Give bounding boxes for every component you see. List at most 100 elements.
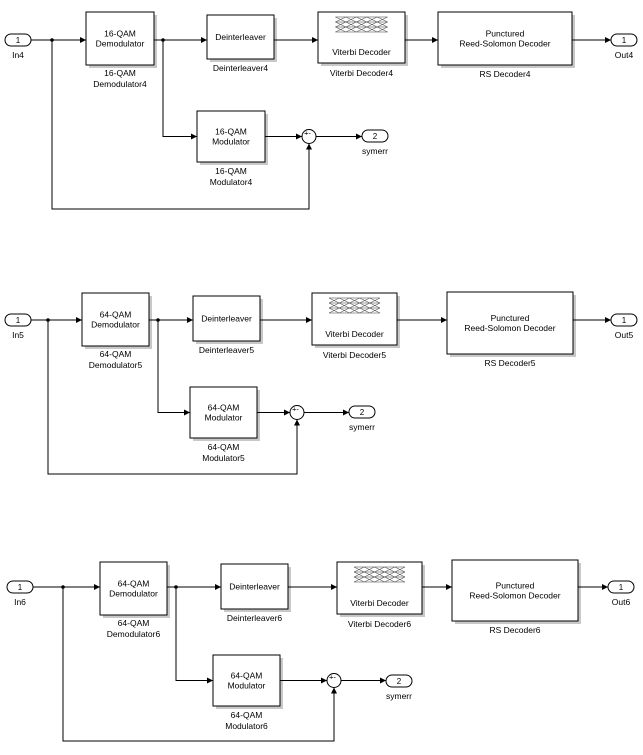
- trellis-line: [328, 302, 340, 309]
- trellis-line: [345, 21, 357, 28]
- symerr-outport[interactable]: 2 symerr: [385, 674, 413, 701]
- arrowhead: [306, 143, 312, 150]
- trellis-icon: [335, 16, 388, 33]
- arrowhead: [201, 37, 207, 43]
- symerr-outport-number: 2: [397, 677, 402, 686]
- trellis-line: [369, 307, 381, 314]
- arrowhead: [331, 687, 337, 694]
- modulator-block-text: 16-QAM: [215, 127, 247, 137]
- trellis-line: [364, 576, 375, 583]
- trellis-line: [377, 26, 388, 33]
- inport-name: In5: [12, 330, 24, 340]
- inport-number: 1: [16, 36, 21, 45]
- arrowhead: [215, 584, 221, 590]
- trellis-line: [339, 307, 350, 314]
- trellis-line: [384, 566, 395, 573]
- demodulator-block-label: 64-QAM: [100, 349, 132, 359]
- trellis-line: [359, 307, 370, 314]
- signal-line: [62, 587, 335, 742]
- viterbi-decoder-block-label: Viterbi Decoder4: [330, 68, 393, 78]
- viterbi-decoder-block-text: Viterbi Decoder: [350, 598, 409, 608]
- arrowhead: [76, 317, 82, 323]
- deinterleaver-block-body: [206, 14, 275, 60]
- trellis-line: [369, 302, 381, 309]
- rs-decoder-block-label: RS Decoder6: [489, 625, 540, 635]
- trellis-icon: [353, 566, 406, 583]
- modulator-block-label: Modulator5: [202, 453, 245, 463]
- trellis-line: [345, 16, 357, 23]
- deinterleaver-block-text: Deinterleaver: [201, 314, 252, 324]
- trellis-line: [366, 21, 378, 28]
- subsystem-3: 1In61Out664-QAMDemodulator64-QAMDemodula…: [6, 559, 635, 742]
- rs-decoder-block-body: [446, 291, 574, 355]
- trellis-line: [335, 21, 346, 28]
- trellis-line: [384, 571, 395, 578]
- sum-block[interactable]: +-: [301, 129, 317, 144]
- trellis-line: [394, 576, 406, 583]
- modulator-block-label: Modulator4: [210, 177, 253, 187]
- viterbi-decoder-block-body: [317, 11, 406, 64]
- rs-decoder-block-text: Punctured: [496, 581, 535, 591]
- modulator-block-label: 64-QAM: [208, 442, 240, 452]
- arrowhead: [441, 317, 447, 323]
- inport-number: 1: [18, 583, 23, 592]
- arrowhead: [605, 37, 611, 43]
- viterbi-decoder-block-label: Viterbi Decoder6: [348, 619, 411, 629]
- arrowhead: [446, 584, 452, 590]
- sum-block[interactable]: +-: [289, 405, 305, 420]
- demodulator-block-text: Demodulator: [109, 589, 158, 599]
- trellis-line: [366, 16, 378, 23]
- modulator-block-text: 64-QAM: [208, 403, 240, 413]
- arrowhead: [432, 37, 438, 43]
- arrowhead: [294, 419, 300, 426]
- trellis-line: [374, 576, 385, 583]
- trellis-line: [356, 26, 367, 33]
- sum-block-signs: +-: [304, 129, 311, 138]
- sum-block[interactable]: +-: [326, 673, 342, 688]
- modulator-block-label: Modulator6: [225, 721, 268, 731]
- modulator-block-label: 16-QAM: [215, 166, 247, 176]
- trellis-line: [335, 26, 346, 33]
- trellis-line: [359, 302, 370, 309]
- trellis-line: [339, 297, 350, 304]
- outport-number: 1: [622, 36, 627, 45]
- arrowhead: [331, 584, 337, 590]
- demodulator-block-text: 64-QAM: [100, 310, 132, 320]
- trellis-line: [349, 302, 360, 309]
- modulator-block-label: 64-QAM: [231, 710, 263, 720]
- viterbi-decoder-block-body: [311, 292, 398, 346]
- deinterleaver-block-text: Deinterleaver: [215, 32, 266, 42]
- trellis-line: [353, 566, 365, 573]
- trellis-line: [364, 566, 375, 573]
- sum-block-signs: +-: [292, 405, 299, 414]
- symerr-outport-name: symerr: [386, 691, 412, 701]
- outport-number: 1: [619, 583, 624, 592]
- rs-decoder-block-text: Reed-Solomon Decoder: [469, 591, 560, 601]
- deinterleaver-block-label: Deinterleaver5: [199, 345, 255, 355]
- trellis-line: [374, 566, 385, 573]
- sum-block-signs: +-: [329, 673, 336, 682]
